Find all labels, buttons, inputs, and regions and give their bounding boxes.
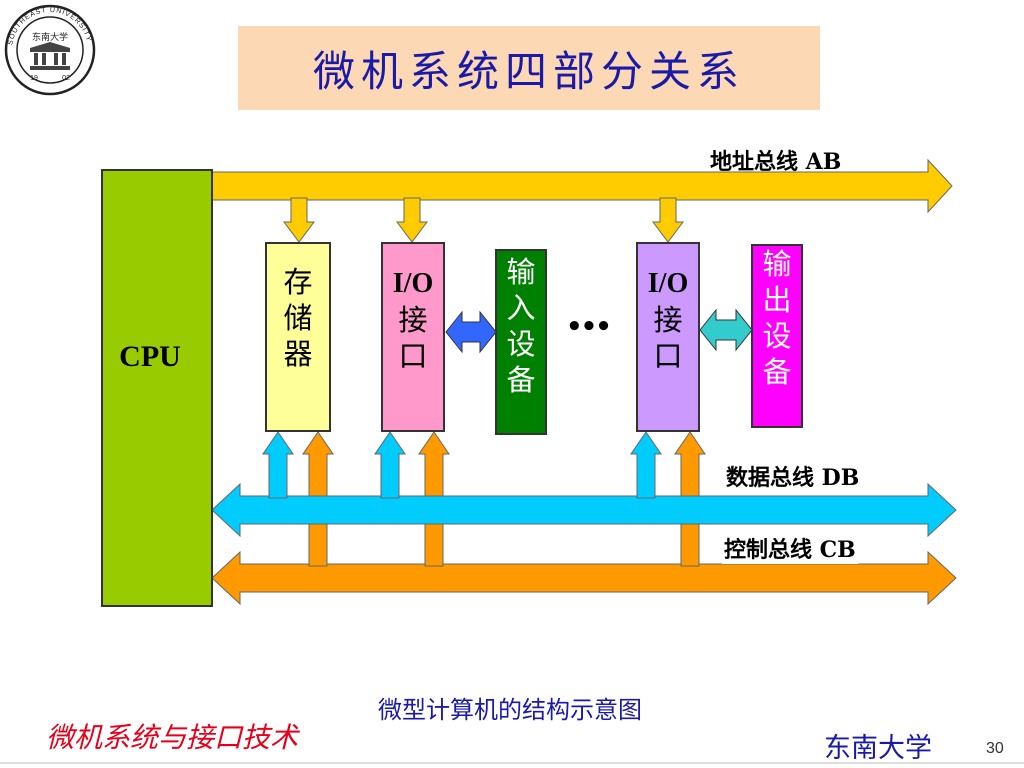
address-bus-links <box>283 197 684 243</box>
memory-label: 存 储 器 <box>283 265 313 371</box>
io-interface-2-block <box>636 242 700 432</box>
output-device-block <box>751 244 803 428</box>
data-bus-label: 数据总线 DB <box>726 465 860 491</box>
svg-text:东南大学: 东南大学 <box>32 31 68 43</box>
output-device-link-arrow <box>699 308 753 352</box>
output-device-label: 输 出 设 备 <box>762 247 792 389</box>
data-bus-links <box>262 431 662 499</box>
cpu-block <box>101 169 213 607</box>
input-device-block <box>495 249 547 435</box>
input-device-link-arrow <box>445 310 497 354</box>
input-device-label: 输 入 设 备 <box>506 255 536 397</box>
control-bus-arrow <box>211 550 957 606</box>
university-seal-logo: SOUTHEAST UNIVERSITY 东南大学 19 02 <box>4 4 96 96</box>
address-bus-arrow <box>211 158 953 214</box>
page-number: 30 <box>986 740 1004 757</box>
svg-text:19: 19 <box>30 75 38 82</box>
control-bus-label: 控制总线 CB <box>722 532 858 564</box>
course-title-footer: 微机系统与接口技术 <box>46 721 299 754</box>
cpu-label: CPU <box>119 340 181 373</box>
slide-title-box: 微机系统四部分关系 <box>238 26 820 110</box>
footer-divider <box>0 762 1024 764</box>
slide-title: 微机系统四部分关系 <box>312 46 745 96</box>
io-interface-1-block <box>381 242 445 432</box>
io-interface-1-label: I/O 接 口 <box>392 268 434 373</box>
address-bus-label: 地址总线 AB <box>710 149 842 175</box>
ellipsis-indicator: ••• <box>566 312 612 342</box>
io-interface-2-label: I/O 接 口 <box>647 268 689 373</box>
memory-block <box>265 242 331 432</box>
university-name-footer: 东南大学 <box>824 733 932 764</box>
diagram-caption: 微型计算机的结构示意图 <box>378 696 642 724</box>
svg-text:02: 02 <box>62 75 70 82</box>
